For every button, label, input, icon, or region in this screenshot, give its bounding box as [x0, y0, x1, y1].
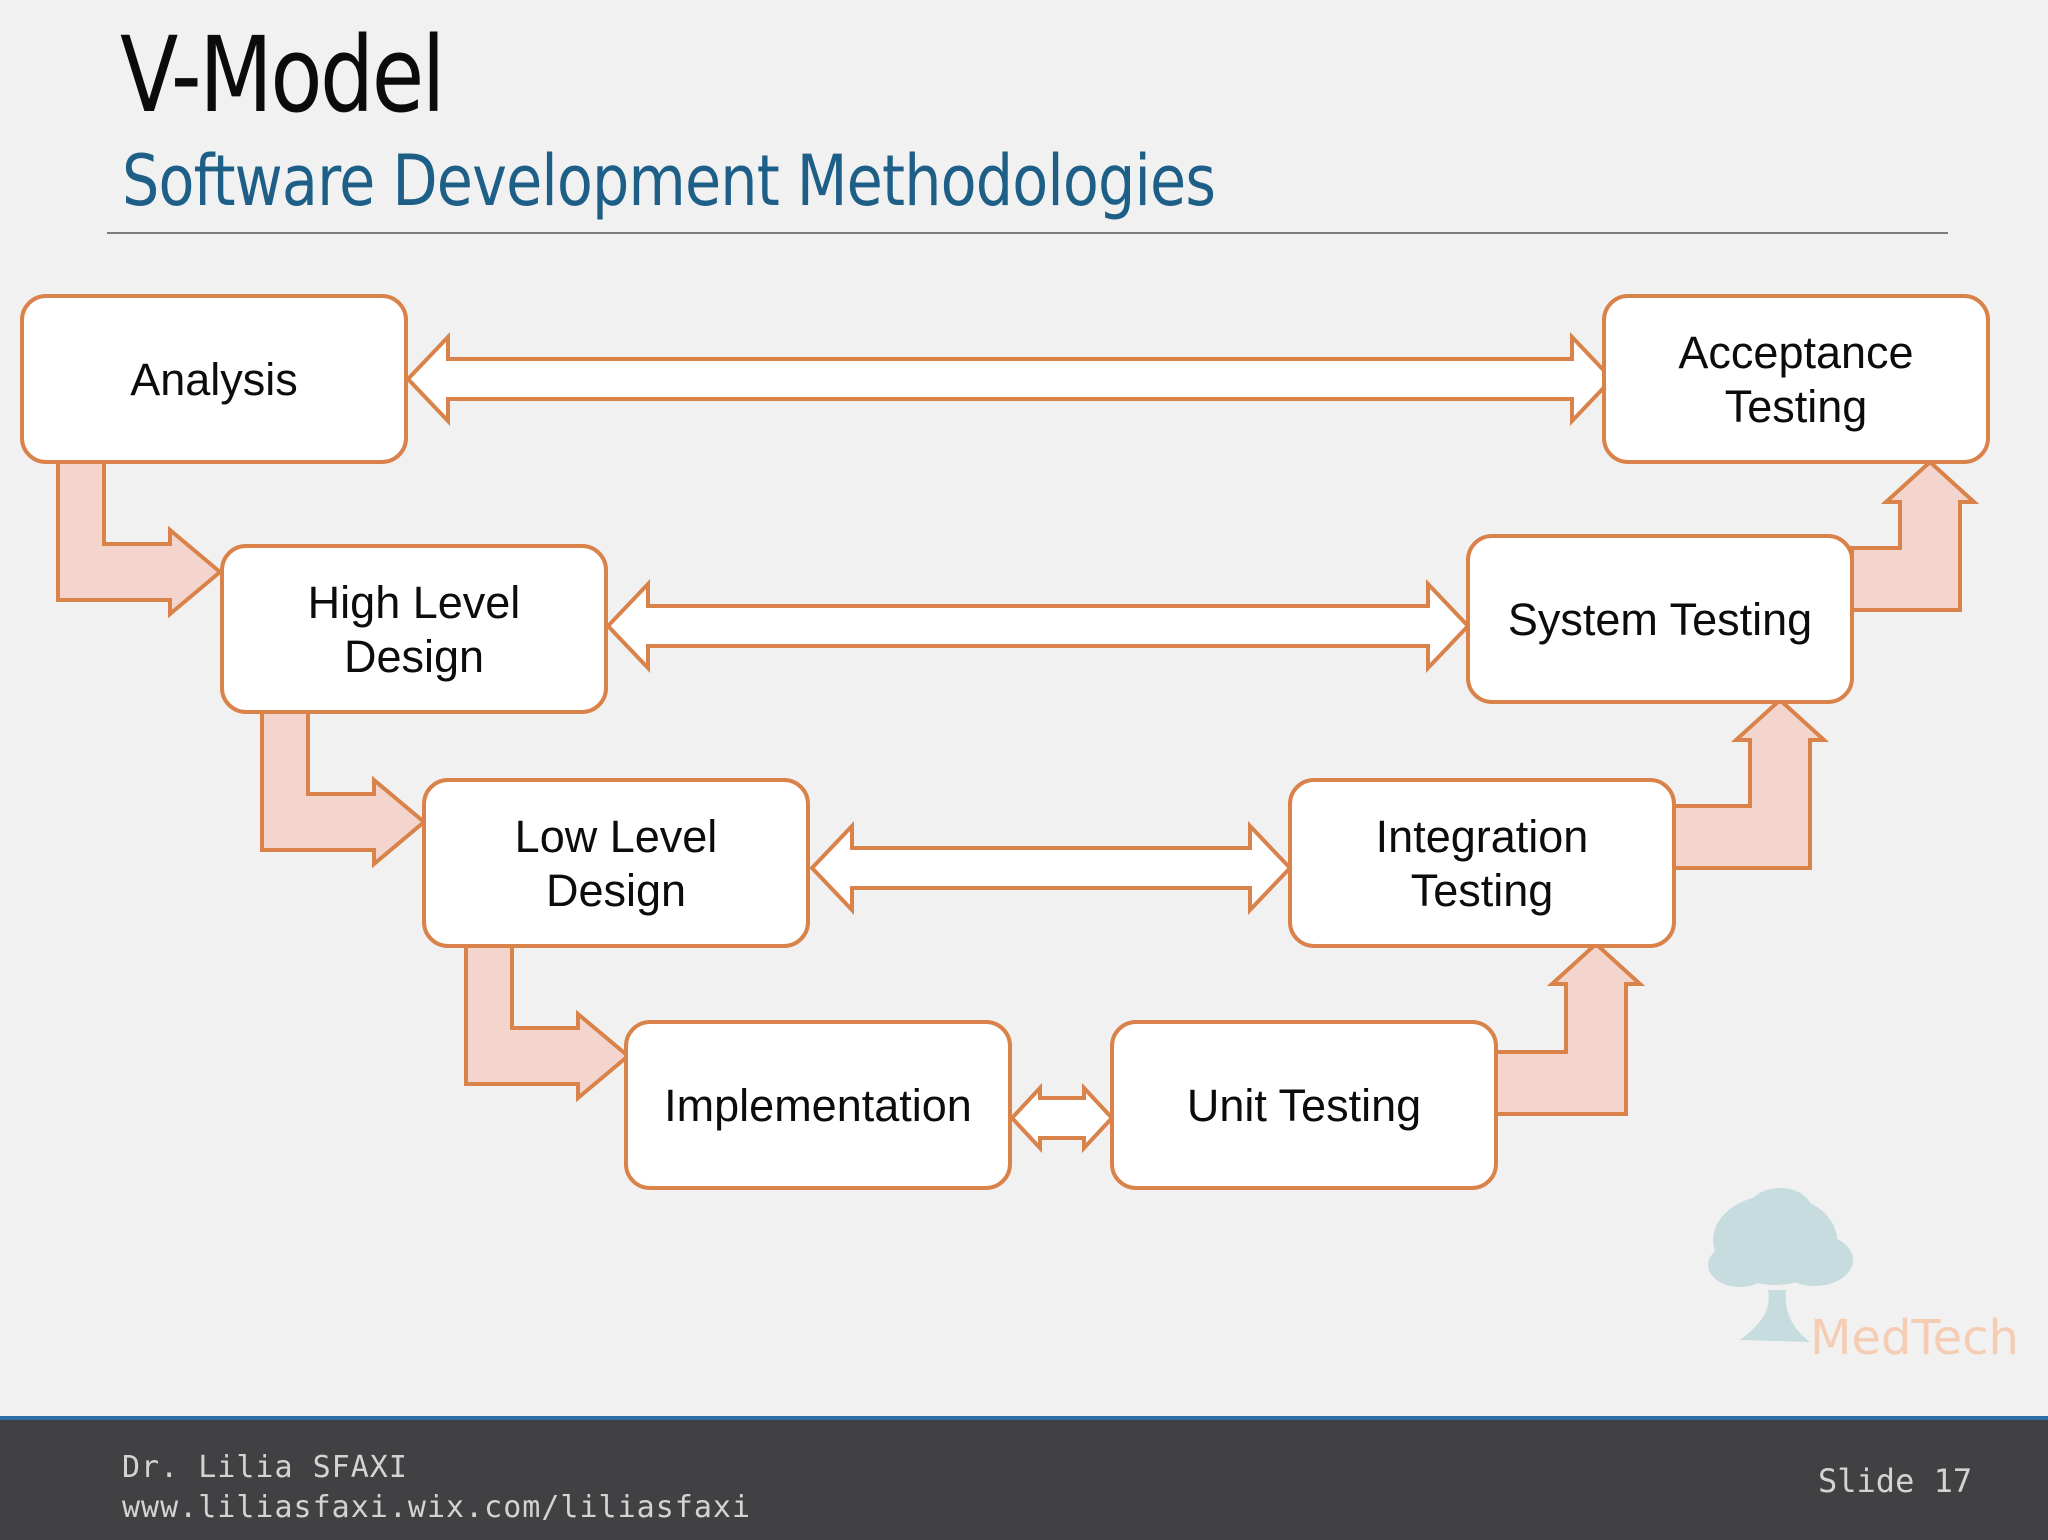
stage-label-low-level-design: Design — [546, 865, 686, 916]
flow-arrows — [56, 459, 1980, 1116]
title-divider — [107, 232, 1948, 234]
stage-label-high-level-design: High Level — [308, 577, 521, 628]
stage-label-acceptance-testing: Acceptance — [1678, 327, 1913, 378]
stage-label-system-testing: System Testing — [1508, 594, 1812, 645]
footer-author: Dr. Lilia SFAXI — [122, 1450, 408, 1485]
flow-arrow-integration-to-system — [1672, 697, 1830, 870]
link-arrows — [405, 332, 1615, 1154]
link-arrow-analysis-acceptance — [405, 332, 1615, 426]
stage-box-system-testing: System Testing — [1466, 534, 1854, 704]
stage-box-unit-testing: Unit Testing — [1110, 1020, 1498, 1190]
stage-label-integration-testing: Testing — [1411, 865, 1554, 916]
link-arrow-hld-system — [605, 579, 1471, 673]
tree-icon — [1708, 1188, 1853, 1342]
flow-arrow-unit-to-integration — [1494, 941, 1646, 1116]
stage-label-integration-testing: Integration — [1376, 811, 1589, 862]
medtech-logo: MedTech — [1810, 1310, 2019, 1366]
slide-subtitle: Software Development Methodologies — [122, 140, 1216, 222]
slide-title: V-Model — [120, 14, 445, 136]
stage-label-analysis: Analysis — [130, 354, 298, 405]
stage-box-implementation: Implementation — [624, 1020, 1012, 1190]
stage-label-high-level-design: Design — [344, 631, 484, 682]
slide-number: Slide 17 — [1818, 1462, 1973, 1500]
flow-arrow-hld-to-lld — [260, 710, 428, 869]
flow-arrow-system-to-acceptance — [1850, 459, 1980, 612]
link-arrow-impl-unit — [1009, 1082, 1115, 1154]
footer: Dr. Lilia SFAXI www.liliasfaxi.wix.com/l… — [0, 1416, 2048, 1540]
flow-arrow-lld-to-impl — [464, 944, 632, 1103]
link-arrow-lld-integration — [809, 821, 1293, 915]
stage-label-unit-testing: Unit Testing — [1187, 1080, 1421, 1131]
footer-website: www.liliasfaxi.wix.com/liliasfaxi — [122, 1490, 752, 1525]
flow-arrow-analysis-to-hld — [56, 460, 224, 619]
stage-label-low-level-design: Low Level — [515, 811, 718, 862]
stage-label-acceptance-testing: Testing — [1725, 381, 1868, 432]
stage-box-analysis: Analysis — [20, 294, 408, 464]
stage-label-implementation: Implementation — [664, 1080, 972, 1131]
